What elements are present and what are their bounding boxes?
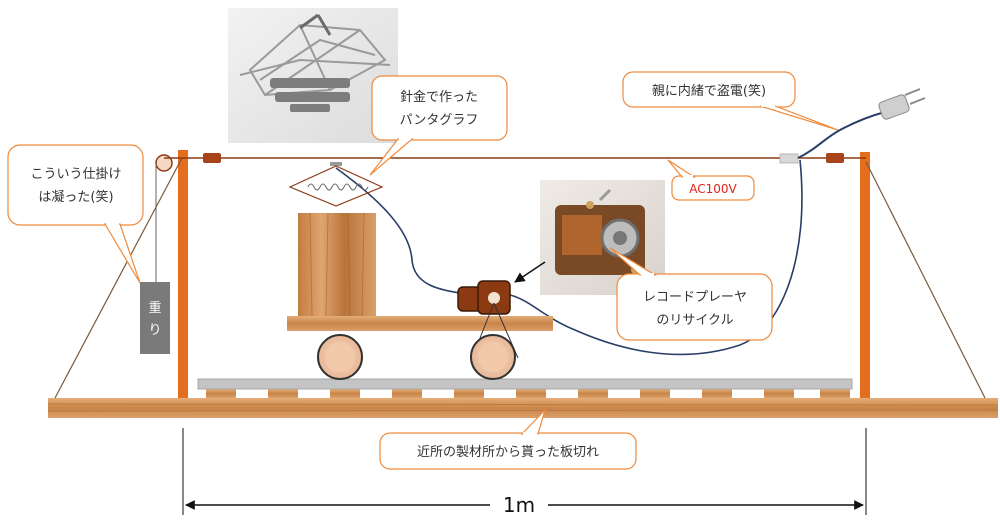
callout-power-text: 親に内緒で盗電(笑) xyxy=(652,83,766,99)
callout-motor-line-1: レコードプレーヤ xyxy=(643,290,747,305)
wire-connector xyxy=(779,153,799,164)
motor-photo xyxy=(540,180,665,295)
callout-wood-text: 近所の製材所から貰った板切れ xyxy=(417,445,599,460)
callout-trick-line-2: は凝った(笑) xyxy=(38,189,113,205)
weight-block xyxy=(140,282,170,354)
power-cord xyxy=(797,111,886,159)
rail xyxy=(197,378,853,390)
right-pole xyxy=(860,152,870,398)
callout-trick: こういう仕掛け は凝った(笑) xyxy=(7,144,144,284)
dimension-label: 1m xyxy=(503,493,535,517)
sleepers xyxy=(206,389,850,398)
left-pole xyxy=(178,150,188,398)
wheel-left xyxy=(317,334,363,380)
right-guy-wire xyxy=(865,161,986,399)
motor-icon xyxy=(457,280,511,315)
callout-trick-line-1: こういう仕掛け xyxy=(30,167,121,182)
voltage-label-text: AC100V xyxy=(689,182,737,196)
left-guy-wire xyxy=(54,157,183,399)
cart-platform xyxy=(287,316,553,331)
callout-pantograph: 針金で作った パンタグラフ xyxy=(369,75,508,176)
weight-label-line-1: 重 xyxy=(148,300,161,316)
callout-power: 親に内緒で盗電(笑) xyxy=(622,71,839,131)
callout-motor: レコードプレーヤ のリサイクル xyxy=(609,247,773,341)
callout-pantograph-line-2: パンタグラフ xyxy=(400,113,479,128)
callout-pantograph-line-1: 針金で作った xyxy=(400,89,478,105)
plug-icon xyxy=(878,88,926,120)
wire-marker-right xyxy=(826,153,844,163)
weight-label-line-2: り xyxy=(148,323,161,338)
pantograph-photo xyxy=(228,8,398,143)
wood-block xyxy=(298,213,376,316)
callout-motor-line-2: のリサイクル xyxy=(656,313,733,328)
dimension: 1m xyxy=(182,428,867,517)
callout-wood: 近所の製材所から貰った板切れ xyxy=(379,409,637,470)
base-board xyxy=(48,398,998,418)
wheel-right xyxy=(470,334,516,380)
pantograph xyxy=(288,162,384,207)
voltage-label: AC100V xyxy=(667,159,755,201)
motor-arrow xyxy=(514,261,546,283)
wire-marker-left xyxy=(203,153,221,163)
